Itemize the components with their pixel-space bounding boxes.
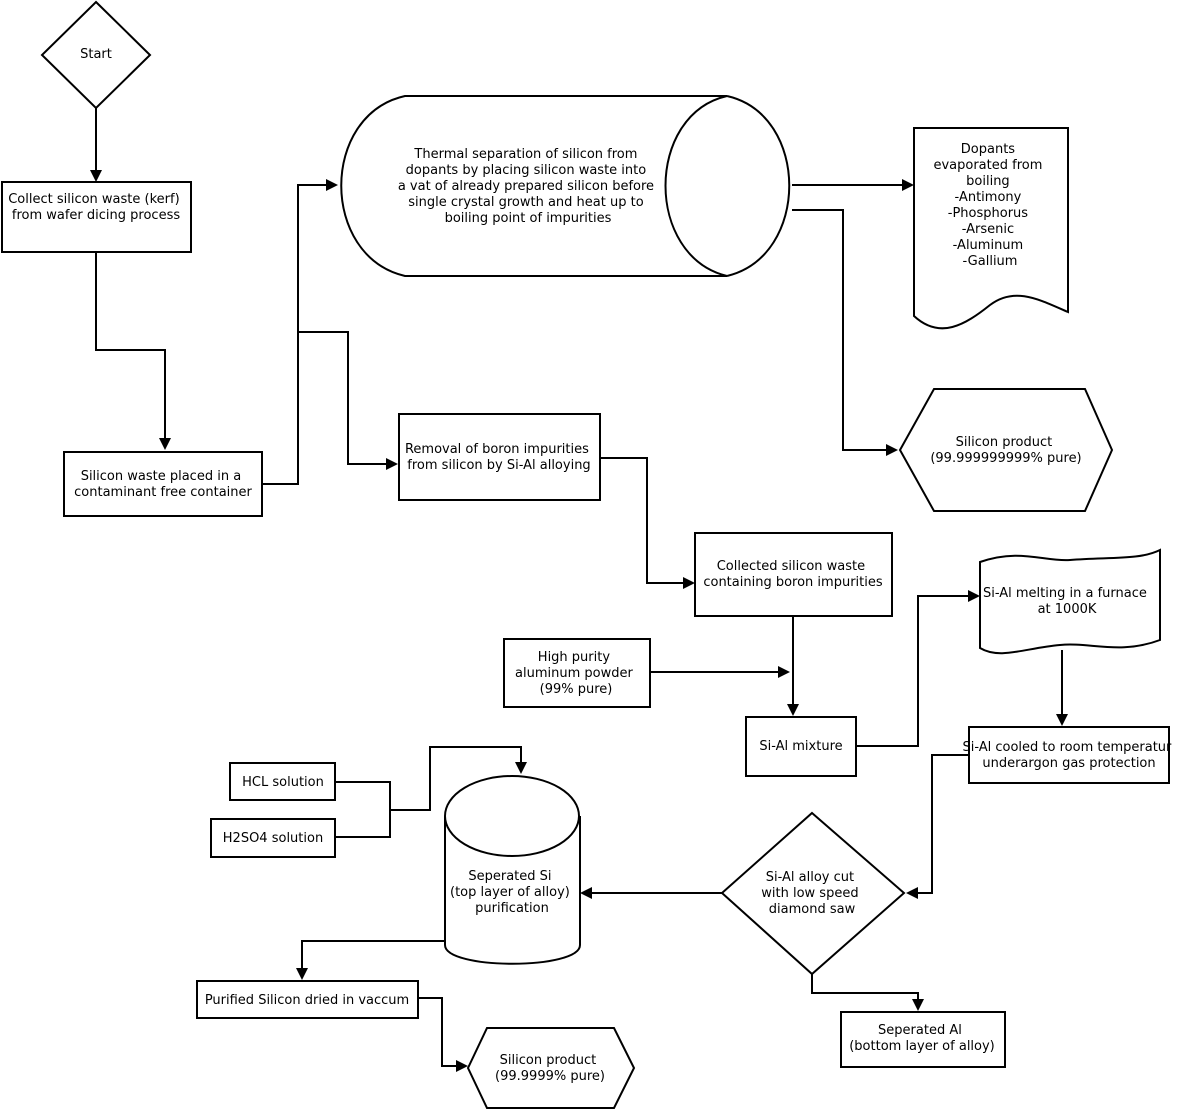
sepsi-label: Seperated Si (top layer of alloy) purifi… (450, 869, 574, 916)
collect-label: Collect silicon waste (kerf) from wafer … (8, 192, 184, 223)
hcl-process-box (229, 762, 336, 801)
h2so4-label: H2SO4 solution (223, 831, 323, 846)
collected-label: Collected silicon waste containing boron… (703, 559, 883, 590)
connector-thermal-product1 (792, 209, 886, 451)
connector-hcl-join (335, 781, 391, 838)
dopants-label: Dopants evaporated from boiling -Antimon… (933, 142, 1046, 269)
arrowhead (1056, 714, 1068, 726)
cooled-label: Si-Al cooled to room temperatur underarg… (962, 740, 1175, 771)
connector-acids-sepsi (390, 746, 522, 811)
arrowhead (386, 458, 398, 470)
thermal-label: Thermal separation of silicon from dopan… (398, 147, 658, 226)
connector-branch-boron (298, 331, 386, 465)
melting-wave-shape (979, 548, 1161, 655)
product2-label: Silicon product (99.9999% pure) (495, 1053, 605, 1084)
aluminum-label: High purity aluminum powder (99% pure) (515, 650, 637, 697)
collect-process-box (1, 181, 192, 253)
arrowhead (968, 590, 980, 602)
arrowhead (683, 577, 695, 589)
start-label: Start (80, 47, 112, 62)
container-process-box (63, 451, 263, 517)
sepsi-cylinder-shape (444, 816, 581, 965)
start-decision-shape (40, 0, 152, 110)
cut-decision-shape (720, 811, 906, 976)
dried-label: Purified Silicon dried in vaccum (205, 993, 409, 1008)
connector-collect-container (95, 252, 166, 438)
arrowhead (886, 444, 898, 456)
connector-cooled-cut (918, 754, 969, 894)
arrowhead (778, 666, 790, 678)
product2-hexagon (466, 1027, 636, 1109)
dried-process-box (196, 980, 419, 1019)
connector-container-thermal (262, 184, 326, 485)
h2so4-process-box (210, 818, 336, 858)
mixture-process-box (745, 716, 857, 777)
cooled-process-box (968, 726, 1170, 784)
connector-boron-collected (600, 457, 683, 584)
boron-process-box (398, 413, 601, 501)
arrowhead (787, 704, 799, 716)
collected-process-box (694, 532, 893, 617)
arrowhead (906, 887, 918, 899)
arrowhead (90, 170, 102, 182)
melting-label: Si-Al melting in a furnace at 1000K (983, 586, 1151, 617)
labels: Start Collect silicon waste (kerf) from … (8, 47, 1175, 1084)
cut-label: Si-Al alloy cut with low speed diamond s… (761, 870, 862, 917)
arrowhead (912, 999, 924, 1011)
shapes (1, 0, 1170, 1109)
connector-cut-sepal (811, 974, 919, 999)
arrowhead (515, 762, 527, 774)
arrowhead (296, 968, 308, 980)
arrowhead (326, 179, 338, 191)
boron-label: Removal of boron impurities from silicon… (405, 442, 593, 473)
container-label: Silicon waste placed in a contaminant fr… (74, 469, 252, 500)
arrowhead (580, 887, 592, 899)
sepsi-cylinder-top (444, 775, 580, 857)
arrowhead (902, 179, 914, 191)
connector-mixture-melting (856, 595, 968, 747)
sepal-label: Seperated Al (bottom layer of alloy) (849, 1023, 995, 1054)
product1-label: Silicon product (99.999999999% pure) (930, 435, 1081, 466)
connector-dried-product2 (418, 997, 456, 1067)
connector-sepsi-dried (301, 940, 445, 968)
aluminum-process-box (503, 638, 651, 708)
mixture-label: Si-Al mixture (759, 739, 842, 754)
connectors (90, 108, 1068, 1072)
sepal-process-box (840, 1011, 1006, 1068)
dopants-document-shape (913, 127, 1069, 330)
arrowhead (456, 1060, 468, 1072)
thermal-stored-data-curve (726, 95, 791, 277)
arrowhead (159, 438, 171, 450)
hcl-label: HCL solution (242, 775, 324, 790)
product1-hexagon (898, 388, 1114, 512)
